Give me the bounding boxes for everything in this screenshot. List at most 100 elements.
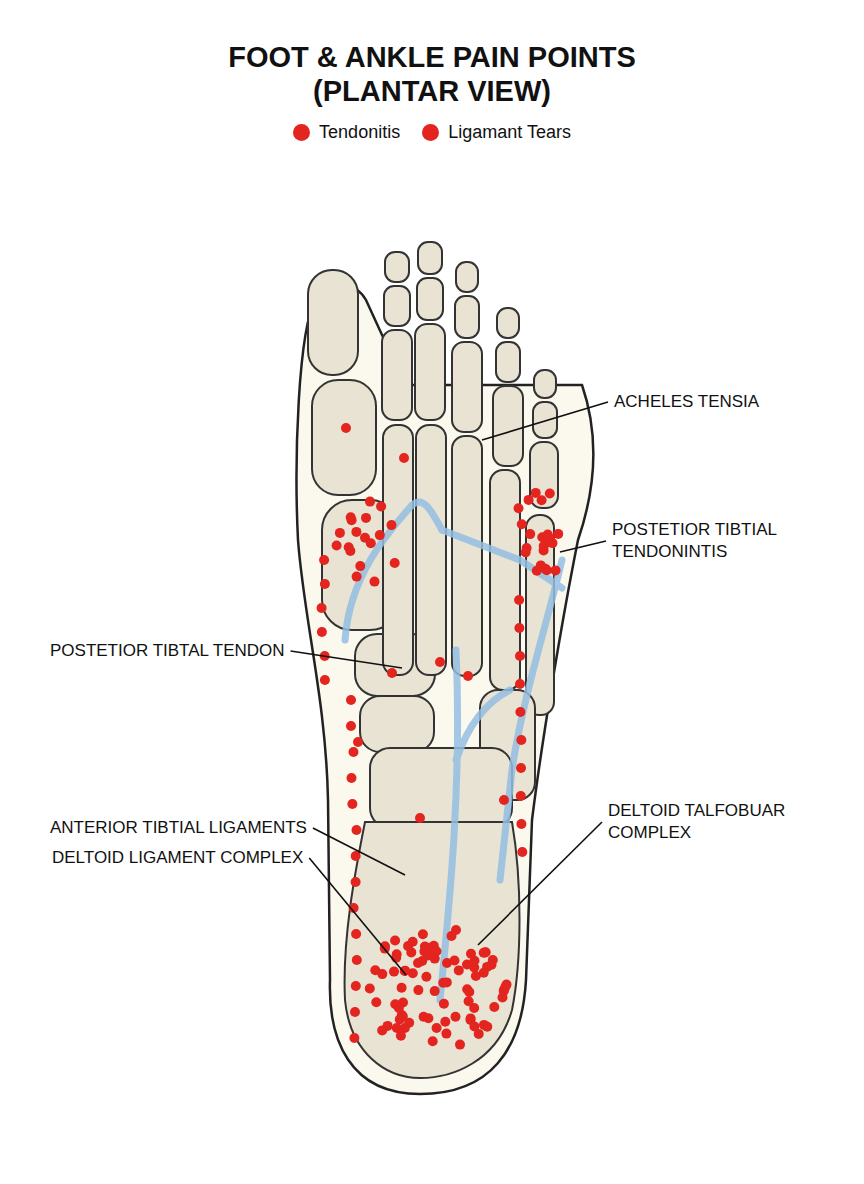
pain-dot [406,947,416,957]
pain-dot [514,595,524,605]
pain-dot [419,947,429,957]
pain-dot [517,847,527,857]
pain-dot [522,543,532,553]
pain-dot [351,929,361,939]
pain-dot [365,497,375,507]
pain-dot [346,721,356,731]
pain-dot [390,558,400,568]
pain-dot [397,983,407,993]
legend-item: Tendonitis [293,122,400,143]
leader-line [478,822,602,945]
leader-line [313,828,405,875]
pain-dot [516,819,526,829]
pain-dot [469,1003,479,1013]
pain-dot [432,1023,442,1033]
pain-dot [320,675,330,685]
pain-dot [471,971,481,981]
pain-dot [548,538,558,548]
pain-dot [553,529,563,539]
pain-dot [352,955,362,965]
pain-dot [351,527,361,537]
pain-dots [317,423,564,1050]
pain-dot [488,955,498,965]
pain-dot [516,735,526,745]
legend-text: Tendonitis [319,122,400,143]
pain-dot [451,1012,461,1022]
pain-dot [438,978,448,988]
pain-dot [515,651,525,661]
pain-dot [317,603,327,613]
pain-dot [514,623,524,633]
part-label: ANTERIOR TIBTIAL LIGAMENTS [50,817,307,839]
pain-dot [376,501,386,511]
pain-dot [516,763,526,773]
pain-dot [387,520,397,530]
pain-dot [361,513,371,523]
pain-dot [455,1040,465,1050]
pain-dot [347,515,357,525]
pain-dot [463,671,473,681]
pain-dot [377,1025,387,1035]
pain-dot [545,489,555,499]
pain-dot [349,1033,359,1043]
part-label: DELTOID TALFOBUAR COMPLEX [608,800,808,844]
pain-dot [387,668,397,678]
pain-dot [392,1023,402,1033]
pain-dot [345,546,355,556]
pain-dot [432,946,442,956]
pain-dot [370,965,380,975]
pain-dot [399,453,409,463]
pain-dot [515,707,525,717]
pain-dot [525,529,535,539]
legend-text: Ligamant Tears [448,122,571,143]
pain-dot [346,695,356,705]
part-label: ACHELES TENSIA [614,391,759,413]
foot-outline [297,284,594,1094]
tendons [345,502,562,1000]
pain-dot [479,948,489,958]
pain-dot [370,577,380,587]
pain-dot [347,773,357,783]
pain-dot [349,747,359,757]
pain-dot [389,967,399,977]
pain-dot [469,1021,479,1031]
pain-dot [418,929,428,939]
pain-dot [355,561,365,571]
pain-dot [524,495,534,505]
legend: Tendonitis Ligamant Tears [0,122,864,143]
pain-dot [351,981,361,991]
leader-line [291,651,402,668]
pain-dot [353,737,363,747]
pain-dot [352,825,362,835]
pain-dot [352,572,362,582]
pain-dot [543,530,553,540]
pain-dot [516,791,526,801]
pain-dot [332,541,342,551]
pain-dot [499,795,509,805]
legend-swatch [293,124,310,141]
leader-line [560,541,606,552]
pain-dot [470,956,480,966]
pain-dot [371,997,381,1007]
leader-line [482,402,608,440]
diagram-title: FOOT & ANKLE PAIN POINTS (PLANTAR VIEW) [212,40,652,108]
pain-dot [320,579,330,589]
pain-dot [365,984,375,994]
pain-dot [390,936,400,946]
pain-dot [539,541,549,551]
pain-dot [532,566,542,576]
pain-dot [551,565,561,575]
pain-dot [440,1017,450,1027]
pain-dot [517,519,527,529]
pain-dot [421,972,431,982]
pain-dot [317,627,327,637]
pain-dot [514,503,524,513]
legend-item: Ligamant Tears [422,122,571,143]
pain-dot [319,555,329,565]
pain-dot [395,1014,405,1024]
pain-dot [415,813,425,823]
pain-dot [347,799,357,809]
pain-dot [489,1002,499,1012]
pain-dot [435,657,445,667]
